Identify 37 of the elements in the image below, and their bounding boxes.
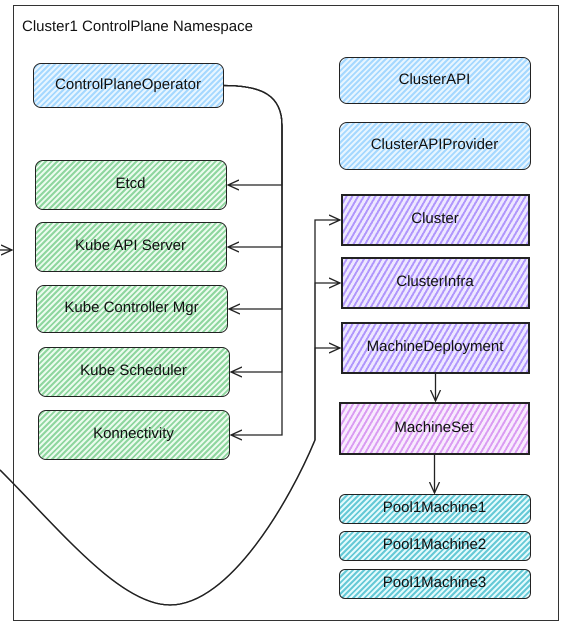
component-box [38, 410, 230, 460]
component-box [338, 56, 530, 104]
component-box [338, 530, 530, 560]
component-box [34, 160, 226, 210]
box-label: Kube Controller Mgr [63, 299, 200, 318]
box-label: Cluster [410, 210, 460, 229]
box-label: Pool1Machine3 [382, 574, 488, 593]
component-box [340, 194, 530, 246]
box-label: MachineSet [393, 418, 475, 438]
frame-title: Cluster1 ControlPlane Namespace [22, 17, 253, 37]
connector-arrow [430, 374, 442, 402]
component-box [338, 402, 530, 454]
box-label: Etcd [114, 175, 146, 194]
component-box [32, 62, 224, 108]
connector-arrow [0, 244, 13, 256]
component-box [338, 122, 530, 170]
component-box [38, 346, 230, 396]
box-label: Kube Scheduler [79, 362, 188, 381]
box-label: Pool1Machine1 [382, 499, 488, 518]
box-label: Kube API Server [74, 237, 187, 256]
component-box [36, 284, 228, 332]
box-label: ClusterAPIProvider [370, 136, 500, 155]
component-box [338, 568, 530, 598]
box-label: MachineDeployment [366, 338, 504, 357]
box-label: ControlPlaneOperator [54, 76, 202, 94]
component-box [34, 222, 226, 272]
connector-arrow [428, 455, 440, 494]
component-box [340, 322, 530, 374]
connector-arrow [224, 84, 283, 441]
box-label: Konnectivity [92, 425, 175, 444]
box-label: ClusterAPI [398, 70, 472, 90]
namespace-frame [13, 5, 559, 621]
box-label: Pool1Machine2 [382, 536, 488, 555]
connector-arrow [0, 342, 341, 606]
box-label: ClusterInfra [395, 273, 475, 292]
component-box [338, 494, 530, 524]
component-box [340, 256, 530, 308]
